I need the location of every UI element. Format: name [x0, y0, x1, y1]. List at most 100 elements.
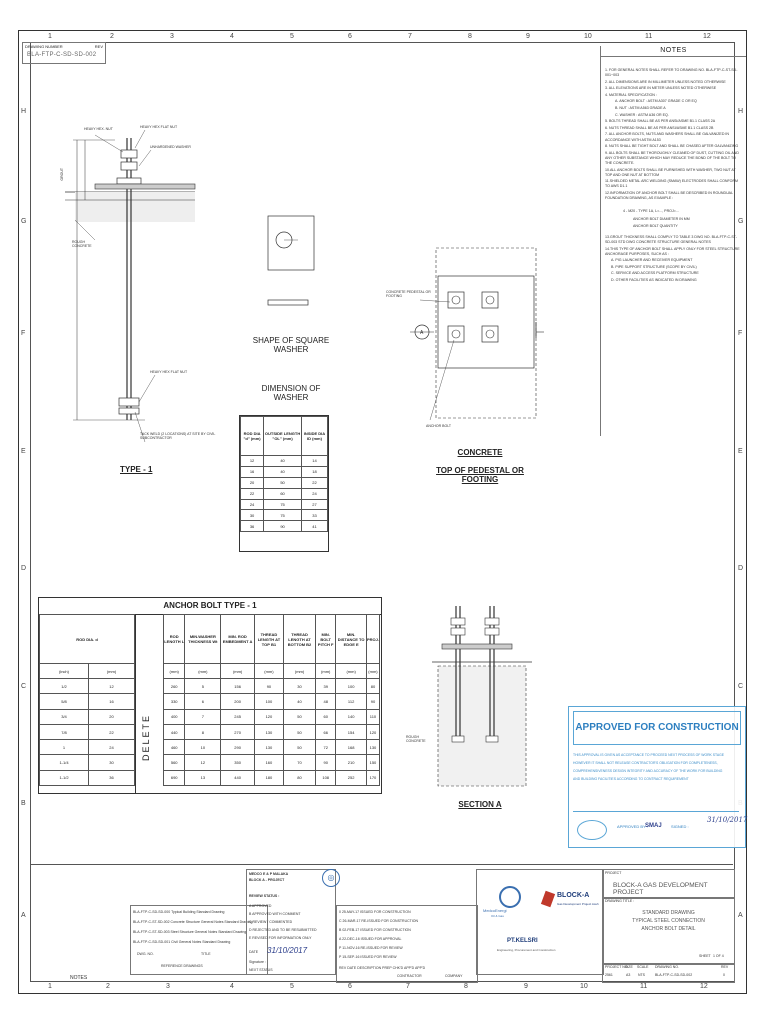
- ref-title: Steel Structure General Notes Standard D…: [170, 930, 247, 934]
- notes-footer: NOTES: [70, 975, 88, 981]
- table-cell: (mm): [315, 663, 337, 679]
- table-cell: 30: [282, 677, 317, 695]
- medco-logo-sub: Oil & Gas: [491, 914, 504, 918]
- owner-line1: MEDCO E & P MALAKA: [249, 872, 289, 876]
- table-cell: 1-1/2: [39, 769, 89, 787]
- rev-desc: ISSUED FOR CONSTRUCTION: [360, 928, 411, 932]
- table-cell: 252: [335, 769, 367, 787]
- table-cell: 18: [300, 465, 329, 478]
- table-cell: 40: [263, 465, 302, 478]
- rev-header: CHK'D: [392, 966, 404, 970]
- table-cell: 90: [315, 754, 337, 771]
- washer-dimension-title: DIMENSION OF WASHER: [261, 384, 321, 402]
- rev-code: A: [339, 937, 342, 941]
- note-item: 1. FOR GENERAL NOTES SHALL REFER TO DRAW…: [605, 68, 738, 78]
- table-cell: 20: [239, 476, 265, 489]
- table-cell: 690: [162, 769, 186, 787]
- drawing-rev-label: REV: [94, 44, 103, 49]
- date-label: DATE: [249, 950, 259, 954]
- section-a-title: SECTION A: [458, 800, 502, 809]
- status-d: D REJECTED AND TO BE RESUBMITTED: [249, 928, 317, 932]
- table-cell: 75: [263, 498, 302, 511]
- status-b: B APPROVED WITH COMMENT: [249, 912, 301, 916]
- table-cell: 60: [315, 708, 337, 725]
- grid-col-10-bottom: 10: [580, 983, 588, 990]
- rev-header: DATE: [347, 966, 357, 970]
- note-item: A. PIG LAUNCHER AND RECEIVER EQUIPMENT: [611, 258, 693, 263]
- table-cell: 75: [263, 509, 302, 522]
- status-e: E REVISED FOR INFORMATION ONLY: [249, 936, 312, 940]
- table-cell: 40: [263, 455, 302, 467]
- rev-header: REV: [339, 966, 347, 970]
- title-block: BLA-FTP-C-SD-SD-000 Typical Building Sta…: [30, 864, 735, 983]
- table-cell: 90: [253, 677, 284, 695]
- table-cell: 41: [300, 520, 329, 533]
- washer-dimension-table: ROD DIA "d" (mm) OUTSIDE LENGTH "OL" (mm…: [239, 415, 329, 552]
- table-cell: 168: [335, 739, 367, 756]
- sheet-label: SHEET: [699, 954, 711, 958]
- table-cell: 30: [239, 509, 265, 522]
- table-cell: 560: [162, 754, 186, 771]
- approved-for-construction-stamp: APPROVED FOR CONSTRUCTION THIS APPROVAL …: [568, 706, 747, 848]
- note-item: 9. ALL BOLTS SHALL BE THOROUGHLY CLEANED…: [605, 150, 739, 165]
- medco-icon: ◎: [322, 869, 340, 887]
- note-item: ANCHOR BOLT DIAMETER IN MM: [633, 217, 690, 222]
- table-cell: 16: [239, 465, 265, 478]
- date-value: 31/10/2017: [267, 946, 308, 955]
- table-cell: 12: [239, 455, 265, 467]
- note-item: B. PIPE SUPPORT STRUCTURE (SCOPE BY CIVI…: [611, 264, 697, 269]
- table-cell: (mm): [220, 663, 255, 679]
- table-cell: 80: [365, 677, 381, 695]
- table-cell: 12: [184, 754, 222, 771]
- col-rod-length: ROD LENGTH L: [162, 614, 186, 664]
- rev-date: 02-FEB-17: [342, 928, 360, 932]
- table-cell: 16: [88, 693, 135, 710]
- note-item: 8. NUTS SHALL BE TIGHT BOLT AND SHALL BE…: [605, 144, 739, 149]
- rev-desc: ISSUED FOR CONSTRUCTION: [360, 910, 411, 914]
- note-item: B. NUT : ASTM A563 GRADE A: [615, 106, 666, 111]
- signature-label: Signature :: [249, 960, 266, 964]
- note-item: 4 - M20 - TYPE 1A, L=..., PROJ=...: [623, 209, 679, 214]
- signed-label: SIGNED :: [671, 824, 689, 829]
- section-a-rough-concrete: ROUGH CONCRETE: [406, 735, 426, 743]
- grid-row-A-left: A: [21, 912, 26, 919]
- table-cell: 36: [239, 520, 265, 533]
- note-item: 10.ALL ANCHOR BOLTS SHALL BE FURNISHED W…: [605, 167, 736, 177]
- grid-col-8: 8: [468, 33, 472, 40]
- table-cell: 50: [282, 723, 317, 741]
- table-cell: 14: [300, 455, 329, 467]
- reference-drawings: BLA-FTP-C-SD-SD-000 Typical Building Sta…: [130, 905, 268, 975]
- table-cell: 33: [300, 509, 329, 522]
- ref-title: Concrete Structure General Notes Standar…: [170, 920, 253, 924]
- table-cell: 50: [263, 476, 302, 489]
- ref-no: BLA-FTP-C-SD-SD-001: [133, 940, 171, 944]
- drawing-number-footer: PROJECT NO. 2561 SIZE A3 SCALE NTS DRAWI…: [602, 963, 735, 983]
- note-item: D. OTHER FACILITIES AS INDICATED IN DRAW…: [611, 278, 697, 282]
- project-box: PROJECT BLOCK-A GAS DEVELOPMENT PROJECT: [602, 869, 735, 899]
- table-cell: 170: [365, 769, 381, 787]
- table-cell: 245: [220, 708, 255, 725]
- table-cell: 200: [220, 693, 255, 710]
- table-cell: 210: [335, 754, 367, 771]
- table-cell: (mm): [282, 663, 317, 679]
- table-cell: 112: [335, 693, 367, 710]
- rev-code: C: [339, 919, 342, 923]
- grid-row-B-left: B: [21, 800, 26, 807]
- block-a-stamp-icon: [577, 820, 607, 840]
- grid-row-F-left: F: [21, 330, 26, 337]
- anchor-bolt-table: ANCHOR BOLT TYPE - 1 DELETE ROD DIA. d (…: [38, 597, 382, 794]
- ref-row: BLA-FTP-C-ST-SD-002 Concrete Structure G…: [133, 920, 252, 924]
- status-a: A APPROVED: [249, 904, 272, 908]
- label-tack-weld: TACK WELD (2 LOCATIONS) AT SITE BY CIVIL…: [140, 432, 216, 440]
- table-cell: 90: [365, 693, 381, 710]
- block-a-logo-text: BLOCK-A: [557, 892, 590, 899]
- type1-detail-drawing: [65, 129, 196, 443]
